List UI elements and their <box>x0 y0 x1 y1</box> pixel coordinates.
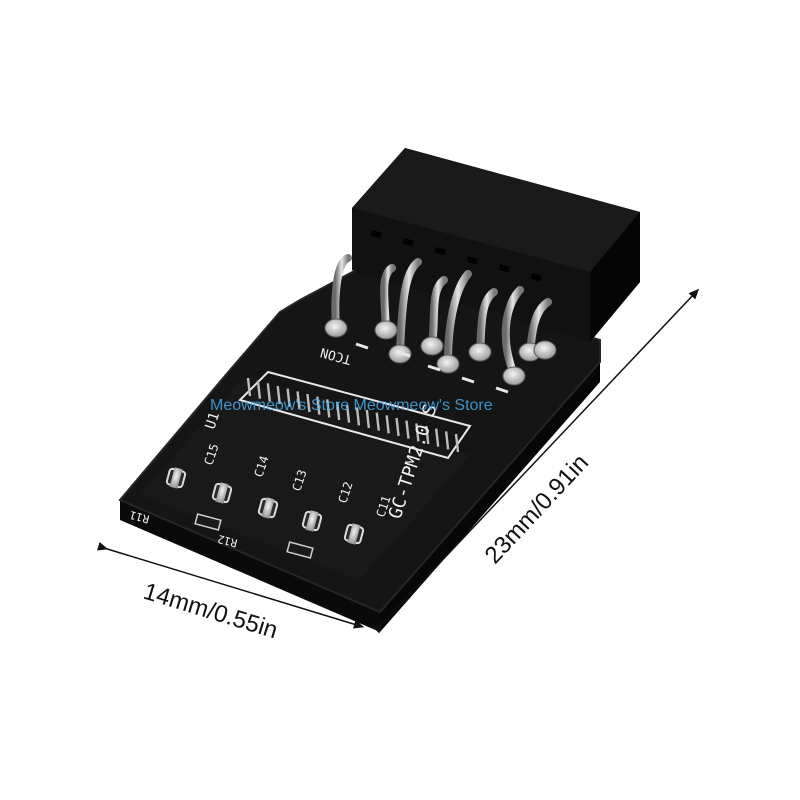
chip-label: U1 <box>203 410 223 431</box>
length-dimension-line <box>372 288 700 634</box>
chip-leg <box>326 399 331 418</box>
chip-leg <box>306 393 311 413</box>
capacitor-c11 <box>343 523 365 545</box>
label-c13: C13 <box>290 468 310 493</box>
chip-leg <box>276 385 281 405</box>
chip-leg <box>345 404 351 423</box>
chip-leg <box>335 401 341 421</box>
smd-components <box>165 467 365 559</box>
chip-leg <box>296 391 301 410</box>
resistor-r11 <box>194 513 222 531</box>
chip-leg <box>355 407 361 426</box>
capacitor-c13 <box>257 497 279 519</box>
chip-leg <box>365 409 371 429</box>
label-c15: C15 <box>202 442 222 467</box>
store-watermark: Meowmeow's Store Meowmeow's Store <box>210 397 493 414</box>
capacitor-c14 <box>211 482 233 504</box>
chip-leg <box>316 396 321 415</box>
label-r11: R11 <box>128 508 151 526</box>
width-dimension-line <box>96 541 365 629</box>
capacitor-c15 <box>165 467 187 489</box>
label-c12: C12 <box>336 480 356 505</box>
chip-leg <box>266 383 272 402</box>
chip-leg <box>246 377 252 397</box>
width-dimension-label: 14mm/0.55in <box>140 578 281 644</box>
capacitor-c12 <box>301 510 323 532</box>
label-c14: C14 <box>252 454 272 479</box>
chip-leg <box>286 388 291 407</box>
chip-leg <box>256 380 262 399</box>
